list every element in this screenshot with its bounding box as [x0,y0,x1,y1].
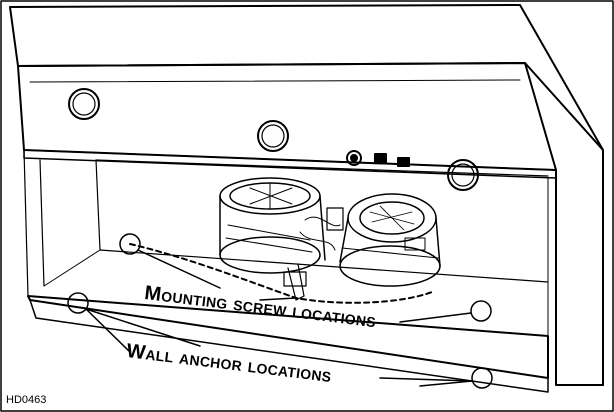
blower-motor-right [326,193,441,287]
bottom-front-rail [29,299,549,393]
mounting-screw-circles [119,233,492,322]
blower-motor-left [219,177,326,301]
wall-leader-lines [85,308,473,387]
left-inner-wall [23,149,101,297]
floor-left-edge [43,249,101,287]
side-wall [555,169,604,386]
front-fascia [17,62,557,171]
wall-anchor-circles [67,292,493,389]
control-panel [346,150,410,167]
figure-id-label: HD0463 [6,394,47,406]
mounting-leader-lines [137,249,472,323]
fascia-edge [29,79,521,83]
motor-wiring [299,216,341,251]
light-lenses [68,88,479,191]
hood-top-surface [9,4,604,386]
